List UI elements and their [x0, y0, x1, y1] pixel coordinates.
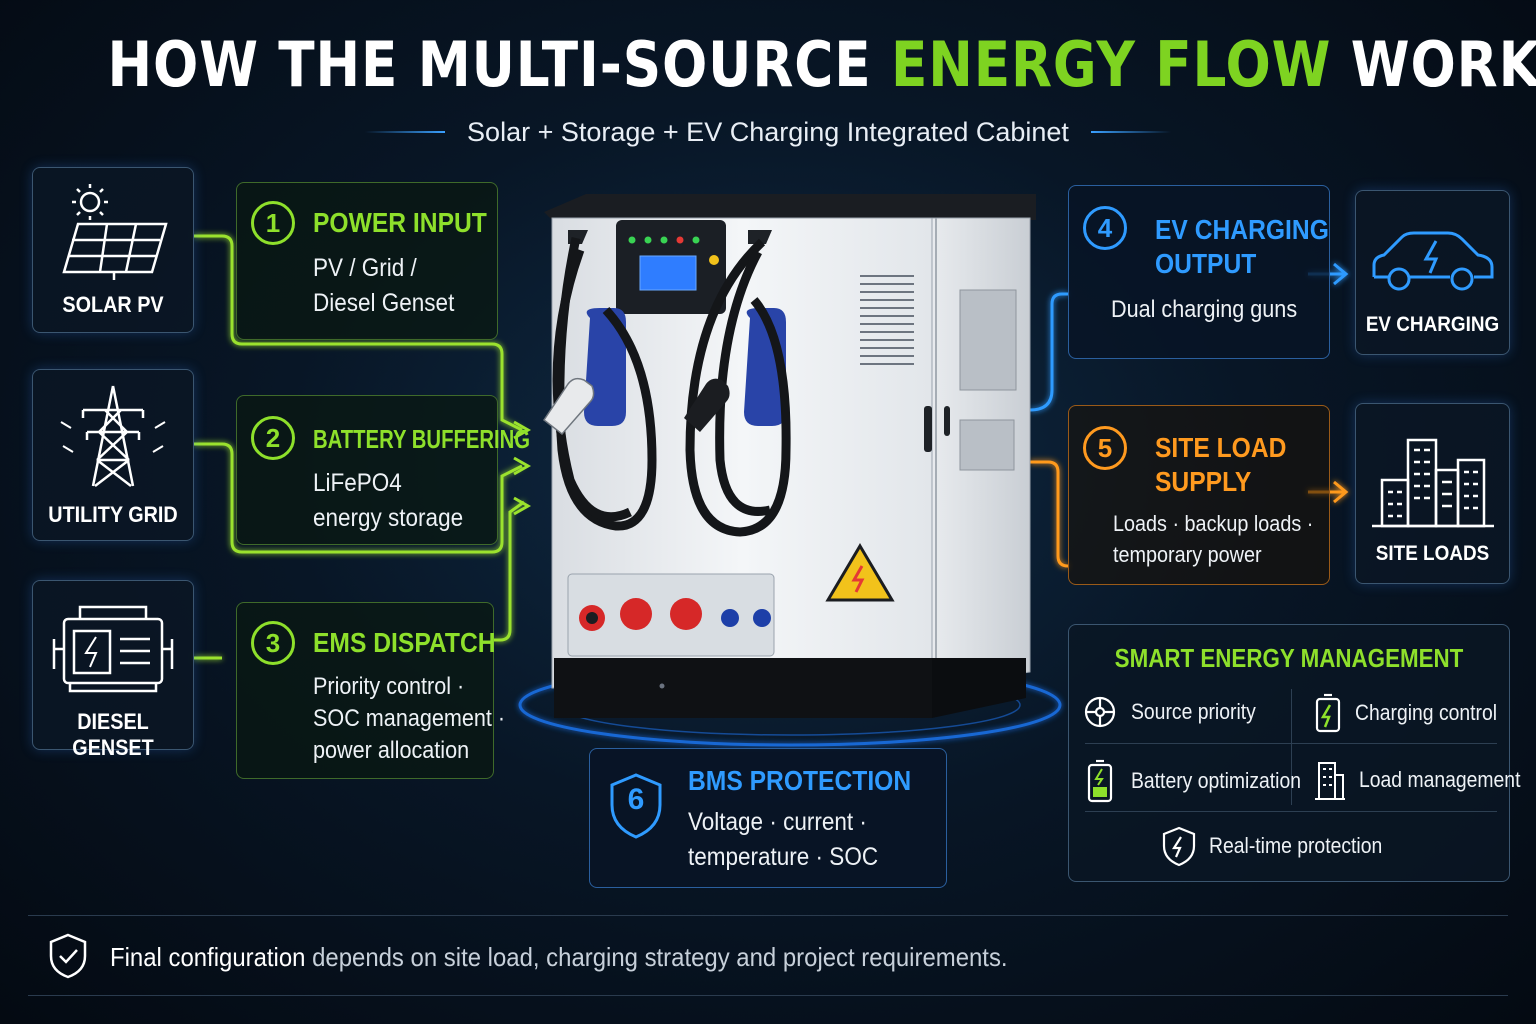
- page-title: HOW THE MULTI-SOURCE ENERGY FLOW WORKS: [107, 28, 1536, 101]
- step-power-input: 1 POWER INPUT PV / Grid / Diesel Genset: [236, 182, 498, 340]
- step-number: 4: [1083, 206, 1127, 250]
- step-number: 5: [1083, 426, 1127, 470]
- smart-energy-title: SMART ENERGY MANAGEMENT: [1114, 643, 1464, 673]
- smart-energy-panel: SMART ENERGY MANAGEMENT Source priority …: [1068, 624, 1520, 882]
- sem-item-battery-optimization: Battery optimization: [1081, 759, 1324, 803]
- step-desc-line: temperature · SOC: [688, 843, 879, 871]
- step-desc-line: power allocation: [313, 737, 470, 764]
- step-desc-line: energy storage: [313, 504, 464, 532]
- step-ev-charging-output: 4 EV CHARGING OUTPUT Dual charging guns: [1068, 185, 1330, 359]
- cycle-icon: [1084, 696, 1116, 728]
- sem-item-realtime-protection: Real-time protection: [1161, 825, 1406, 867]
- solar-pv-label: SOLAR PV: [62, 292, 164, 317]
- sem-item-label: Battery optimization: [1131, 768, 1302, 793]
- utility-grid-label: UTILITY GRID: [48, 502, 178, 527]
- step-desc-line: Voltage · current ·: [688, 808, 867, 836]
- step-bms-protection: 6 BMS PROTECTION Voltage · current · tem…: [589, 748, 947, 888]
- step-title: BMS PROTECTION: [688, 765, 912, 796]
- subtitle-row: Solar + Storage + EV Charging Integrated…: [0, 112, 1536, 152]
- shield-bolt-icon: [1162, 826, 1196, 867]
- step-title: OUTPUT: [1155, 248, 1257, 279]
- step-desc-line: Diesel Genset: [313, 289, 455, 317]
- sem-item-label: Source priority: [1131, 699, 1256, 724]
- step-number: 1: [251, 201, 295, 245]
- footer-note: Final configuration depends on site load…: [110, 942, 1008, 973]
- arrow-3: [513, 496, 532, 516]
- step-number: 3: [251, 621, 295, 665]
- output-ev-charging: EV CHARGING: [1355, 190, 1510, 355]
- footer-note-rest: depends on site load, charging strategy …: [305, 942, 1008, 972]
- footer-note-bold: Final configuration: [110, 942, 306, 972]
- sem-item-label: Charging control: [1355, 700, 1498, 725]
- electric-car-icon: [1372, 231, 1493, 291]
- building-icon: [1315, 762, 1345, 800]
- sem-item-source-priority: Source priority: [1081, 693, 1273, 731]
- step-number: 2: [251, 416, 295, 460]
- step-title: EMS DISPATCH: [313, 627, 496, 658]
- site-connector: [1030, 460, 1069, 568]
- sem-item-label: Load management: [1359, 767, 1521, 792]
- shield-check-icon: [49, 933, 87, 979]
- step-title: POWER INPUT: [313, 207, 487, 238]
- step-title: BATTERY BUFFERING: [313, 424, 531, 454]
- source-solar-pv: SOLAR PV: [32, 167, 194, 333]
- integrated-cabinet-illustration: [542, 194, 1036, 718]
- step-title: SITE LOAD: [1155, 432, 1287, 463]
- step-desc-line: Loads · backup loads ·: [1113, 511, 1314, 536]
- sem-item-charging-control: Charging control: [1313, 693, 1516, 733]
- solar-panel-icon: [62, 184, 168, 280]
- shield-icon: [610, 773, 662, 839]
- footer-divider-bottom: [28, 995, 1508, 996]
- step-ems-dispatch: 3 EMS DISPATCH Priority control · SOC ma…: [236, 602, 505, 779]
- generator-icon: [52, 605, 174, 693]
- step-desc-line: SOC management ·: [313, 705, 506, 732]
- sem-item-load-management: Load management: [1313, 759, 1536, 801]
- battery-level-icon: [1087, 759, 1113, 803]
- step-title: EV CHARGING: [1155, 214, 1329, 245]
- ems-connector: [494, 500, 525, 642]
- transmission-tower-icon: [60, 385, 166, 487]
- ev-charging-label: EV CHARGING: [1365, 313, 1500, 336]
- step-desc-line: PV / Grid /: [313, 254, 417, 282]
- ev-connector: [1029, 292, 1068, 412]
- footer-divider-top: [28, 915, 1508, 916]
- step-desc-line: Dual charging guns: [1111, 296, 1298, 323]
- step-title: SUPPLY: [1155, 466, 1252, 497]
- sem-item-label: Real-time protection: [1209, 833, 1383, 858]
- diesel-genset-label: DIESEL GENSET: [72, 709, 154, 760]
- step-desc-line: temporary power: [1113, 542, 1262, 567]
- step-site-load-supply: 5 SITE LOAD SUPPLY Loads · backup loads …: [1068, 405, 1330, 585]
- solar-connector: [194, 234, 523, 432]
- arrow-2: [513, 456, 532, 476]
- title-highlight: ENERGY FLOW: [890, 28, 1332, 101]
- buildings-icon: [1371, 438, 1494, 528]
- step-desc-line: Priority control ·: [313, 673, 465, 700]
- subtitle: Solar + Storage + EV Charging Integrated…: [467, 116, 1069, 147]
- site-loads-label: SITE LOADS: [1375, 542, 1490, 565]
- arrow-1: [513, 420, 532, 440]
- step-battery-buffering: 2 BATTERY BUFFERING LiFePO4 energy stora…: [236, 395, 530, 545]
- source-utility-grid: UTILITY GRID: [32, 369, 194, 541]
- step-number: 6: [627, 783, 645, 816]
- output-site-loads: SITE LOADS: [1355, 403, 1510, 584]
- battery-charge-icon: [1315, 693, 1341, 733]
- grid-connector: [194, 442, 523, 554]
- source-diesel-genset: DIESEL GENSET: [32, 580, 194, 760]
- step-desc-line: LiFePO4: [313, 469, 402, 497]
